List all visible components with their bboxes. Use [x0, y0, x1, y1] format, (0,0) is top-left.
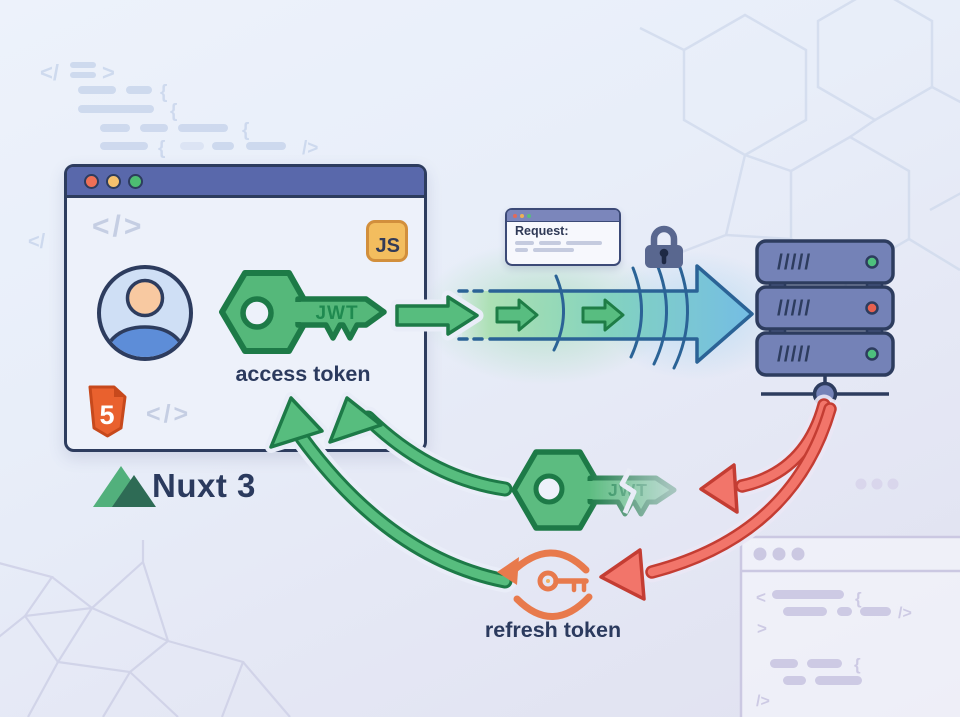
mini-traffic-light-green: [527, 213, 531, 218]
browser-header: [67, 167, 424, 198]
svg-text:</: </: [40, 60, 59, 85]
svg-text:{: {: [855, 589, 862, 608]
led: [865, 301, 879, 315]
request-window: Request:: [505, 208, 621, 266]
mesh-pattern-bottomleft: [0, 540, 291, 717]
request-window-header: [507, 210, 619, 222]
svg-text://///: /////: [777, 251, 811, 274]
server-unit: [755, 239, 895, 285]
server-vents: ///// ///// /////: [777, 251, 811, 366]
traffic-light-red: [84, 173, 99, 189]
javascript-badge: JS: [366, 220, 408, 262]
refresh-token-label: refresh token: [484, 618, 622, 642]
request-flow-arrow: [457, 255, 754, 370]
svg-text://///: /////: [777, 343, 811, 366]
led: [865, 255, 879, 269]
mini-traffic-light-red: [513, 213, 517, 218]
svg-text:{: {: [854, 655, 861, 674]
traffic-light-green: [128, 173, 143, 189]
code-pattern-topleft: </ > { { { { /> </: [28, 60, 318, 253]
svg-text:<: <: [756, 588, 766, 607]
code-icon: </>: [92, 210, 145, 243]
svg-text:/>: />: [302, 138, 318, 159]
code-icon: </>: [146, 400, 192, 428]
server-units: [755, 239, 895, 377]
network-node: [761, 375, 889, 407]
svg-text:{: {: [170, 101, 177, 122]
svg-text:{: {: [242, 120, 249, 141]
inner-arrow-2: [581, 298, 625, 332]
svg-text:{: {: [160, 82, 167, 103]
led: [865, 347, 879, 361]
server-stack: ///// ///// /////: [755, 239, 895, 407]
svg-text:>: >: [757, 619, 767, 638]
svg-text:{: {: [158, 138, 165, 159]
svg-text://///: /////: [777, 297, 811, 320]
svg-text:/>: />: [756, 693, 770, 710]
browser-window: [64, 164, 427, 452]
inner-arrow-1: [495, 298, 539, 332]
decor-dots: [855, 478, 899, 490]
svg-text:>: >: [102, 60, 115, 85]
traffic-light-yellow: [106, 173, 121, 189]
request-placeholder-row: [515, 241, 619, 245]
faint-code-window: < { /> > { />: [739, 535, 960, 717]
access-token-label: access token: [235, 362, 371, 386]
speed-arcs: [552, 255, 689, 370]
server-unit: [755, 285, 895, 331]
mini-traffic-light-yellow: [520, 213, 524, 218]
request-placeholder-row: [515, 248, 619, 252]
request-title: Request:: [515, 224, 569, 238]
svg-text:/>: />: [898, 605, 912, 622]
server-leds: [865, 255, 879, 361]
svg-text:</: </: [28, 231, 46, 253]
nuxt-label: Nuxt 3: [152, 467, 256, 504]
